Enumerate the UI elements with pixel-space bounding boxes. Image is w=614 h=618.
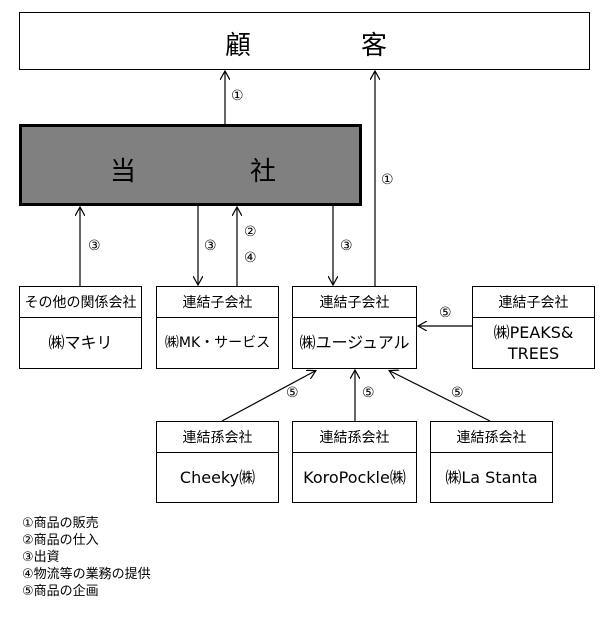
label-koropockle-usual: ⑤	[362, 385, 375, 401]
mk-service-header: 連結子会社	[157, 287, 278, 318]
legend-item-4: ④物流等の業務の提供	[22, 567, 151, 582]
makiri-box: その他の関係会社 ㈱マキリ	[19, 286, 142, 369]
arrow-cheeky-to-usual	[221, 371, 315, 422]
peaks-box: 連結子会社 ㈱PEAKS& TREES	[472, 286, 595, 369]
makiri-header: その他の関係会社	[20, 287, 141, 318]
customer-label-right: 客	[361, 31, 388, 61]
label-mk-company-4: ④	[244, 250, 257, 266]
label-makiri-company: ③	[88, 238, 101, 254]
label-cheeky-usual: ⑤	[286, 385, 299, 401]
usual-name: ㈱ユージュアル	[299, 333, 410, 353]
peaks-name-line1: ㈱PEAKS&	[493, 322, 574, 342]
legend-item-2: ②商品の仕入	[22, 533, 99, 548]
usual-box: 連結子会社 ㈱ユージュアル	[292, 286, 417, 369]
makiri-name: ㈱マキリ	[48, 333, 113, 353]
label-mk-company-2: ②	[244, 224, 257, 240]
legend: ①商品の販売 ②商品の仕入 ③出資 ④物流等の業務の提供 ⑤商品の企画	[22, 515, 151, 600]
customer-label-left: 顧	[225, 31, 252, 61]
label-lastanta-usual: ⑤	[451, 385, 464, 401]
cheeky-header: 連結孫会社	[157, 422, 278, 453]
cheeky-name: Cheeky㈱	[179, 467, 256, 487]
legend-item-1: ①商品の販売	[22, 516, 99, 531]
arrow-lastanta-to-usual	[390, 371, 491, 422]
koropockle-name: KoroPockle㈱	[303, 467, 406, 487]
usual-header: 連結子会社	[293, 287, 416, 318]
peaks-name-line2: TREES	[507, 343, 560, 363]
lastanta-box: 連結孫会社 ㈱La Stanta	[430, 421, 553, 503]
company-label-right: 社	[250, 157, 277, 187]
cheeky-box: 連結孫会社 Cheeky㈱	[156, 421, 279, 503]
legend-item-5: ⑤商品の企画	[22, 584, 99, 599]
lastanta-name: ㈱La Stanta	[445, 467, 538, 487]
company-box: 当 社	[19, 124, 362, 206]
label-company-customer: ①	[231, 88, 244, 104]
company-label-left: 当	[110, 157, 137, 187]
koropockle-header: 連結孫会社	[293, 422, 416, 453]
label-company-usual: ③	[340, 238, 353, 254]
peaks-name: ㈱PEAKS& TREES	[473, 318, 594, 369]
label-peaks-usual: ⑤	[439, 305, 452, 321]
label-company-mk: ③	[204, 238, 217, 254]
customer-box: 顧 客	[19, 12, 590, 70]
mk-service-name: ㈱MK・サービス	[164, 335, 271, 352]
label-usual-customer: ①	[381, 172, 394, 188]
peaks-header: 連結子会社	[473, 287, 594, 318]
koropockle-box: 連結孫会社 KoroPockle㈱	[292, 421, 417, 503]
lastanta-header: 連結孫会社	[431, 422, 552, 453]
mk-service-box: 連結子会社 ㈱MK・サービス	[156, 286, 279, 369]
legend-item-3: ③出資	[22, 550, 60, 565]
